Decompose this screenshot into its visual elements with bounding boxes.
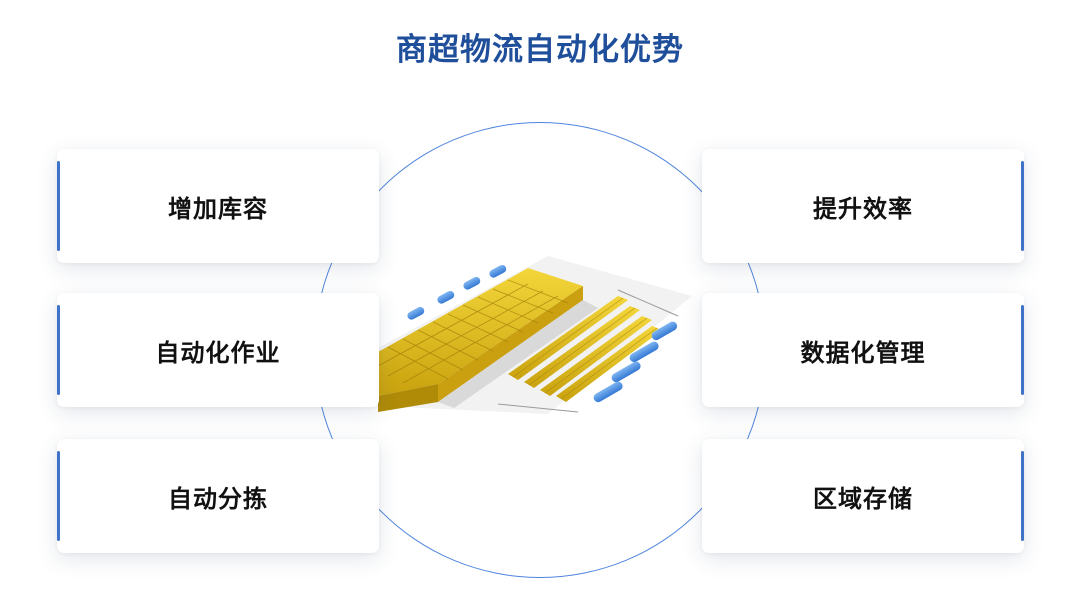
card-improve-efficiency: 提升效率 — [702, 149, 1024, 263]
card-zone-storage: 区域存储 — [702, 439, 1024, 553]
card-label: 提升效率 — [813, 194, 913, 223]
card-accent-bar — [57, 305, 60, 395]
card-automatic-sorting: 自动分拣 — [57, 439, 379, 553]
card-label: 自动化作业 — [155, 338, 281, 367]
card-accent-bar — [57, 161, 60, 251]
card-accent-bar — [57, 451, 60, 541]
page-title: 商超物流自动化优势 — [396, 32, 684, 68]
card-label: 增加库容 — [168, 194, 268, 223]
card-label: 自动分拣 — [168, 484, 268, 513]
card-accent-bar — [1021, 305, 1024, 395]
card-label: 数据化管理 — [800, 338, 926, 367]
card-automated-operation: 自动化作业 — [57, 293, 379, 407]
card-data-management: 数据化管理 — [702, 293, 1024, 407]
card-accent-bar — [1021, 451, 1024, 541]
automated-warehouse-icon — [378, 256, 692, 414]
warehouse-illustration — [378, 256, 692, 414]
card-increase-capacity: 增加库容 — [57, 149, 379, 263]
card-accent-bar — [1021, 161, 1024, 251]
card-label: 区域存储 — [813, 484, 913, 513]
